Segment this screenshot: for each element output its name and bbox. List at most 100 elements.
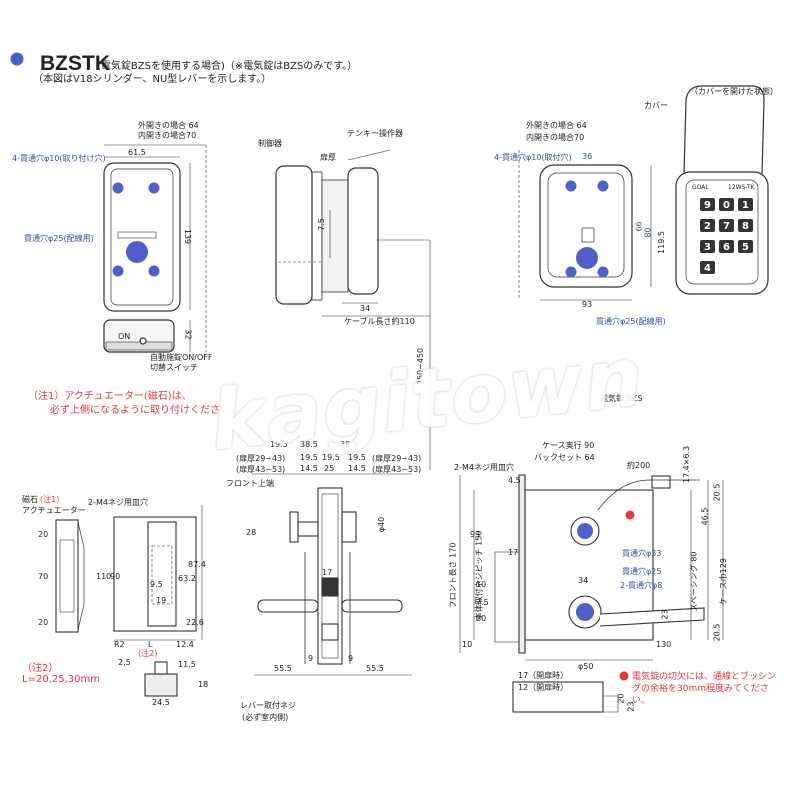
keypad-key-label: 5 (742, 242, 749, 253)
lk-200: 約200 (627, 461, 651, 470)
mag-12-4: 12.4 (176, 640, 194, 649)
title-bullet-icon (10, 52, 24, 66)
note1-line1: （注1）アクチュエーター(磁石)は、 (28, 391, 192, 402)
keypad-key-9: 9 (700, 198, 715, 211)
actuator-label: アクチュエーター (22, 506, 86, 515)
lk-4-5: 4.5 (508, 476, 521, 485)
switch-label-2: 切替スイッチ (150, 363, 198, 372)
keypad-key-label: 8 (742, 221, 749, 232)
lv-screw-note: (必ず室内側) (242, 713, 289, 722)
lv-9b: 9 (348, 654, 354, 663)
note-marker-icon (625, 510, 635, 520)
keypad-key-4: 4 (700, 261, 715, 274)
model-note: (電気錠BZSを使用する場合)（※電気錠はBZSのみです。） (97, 61, 358, 72)
note1-line2: 必ず上側になるように取り付けください。 (50, 405, 240, 416)
keypad-key-label: 0 (723, 200, 730, 211)
magnet-drawing (55, 505, 203, 697)
magnet-label: 磁石 (22, 495, 38, 504)
keypad-key-2: 2 (700, 219, 715, 232)
lk-front-len: フロント長さ 170 (448, 542, 458, 609)
keypad-open-view (675, 85, 769, 295)
keypad-key-7: 7 (719, 219, 734, 232)
kp-dim-119-5: 119.5 (656, 231, 666, 254)
lk-open-out: 17（開扉時） (518, 671, 569, 680)
keypad-unit-label: テンキー操作器 (347, 129, 403, 138)
mag-note2: (注2) (138, 649, 158, 658)
mag-18: 18 (198, 680, 209, 689)
front-hole-label: 4-貫通穴φ10(取り付け穴) (12, 154, 106, 163)
mag-20b: 20 (38, 618, 49, 627)
lk-spacing: スペーシング 80 (689, 551, 699, 612)
kp-holes: 4-貫通穴φ10(取付穴) (494, 153, 572, 162)
kp-dim-66: 66 (634, 221, 644, 232)
note-marker-icon-2 (619, 671, 629, 681)
mag-110: 110 (96, 572, 112, 581)
kp-dim-36: 36 (582, 152, 593, 161)
lk-open-in: 12（開扉時） (518, 683, 569, 692)
kp-in-open: 内開きの場合70 (526, 133, 585, 142)
lk-50: φ50 (578, 662, 594, 671)
lv-screw: レバー取付ネジ (240, 701, 296, 710)
keypad-key-label: 2 (704, 221, 711, 232)
lv-19-5b: 19.5 (300, 453, 318, 462)
note2-label: （注2） (22, 663, 59, 674)
cover-label: カバー (644, 101, 668, 110)
lv-55-5a: 55.5 (274, 664, 292, 673)
door-thickness: 扉厚 (320, 153, 336, 162)
lv-28: 28 (246, 528, 257, 537)
lk-case-h: ケース巾129 (718, 558, 728, 605)
kp-dim-80: 80 (643, 227, 653, 238)
model-title: BZSTK (40, 52, 110, 75)
lk-20: 20 (476, 614, 487, 623)
lk-7-5: 7.5 (476, 598, 489, 607)
kp-wire-hole: 貫通穴φ25(配線用) (596, 317, 666, 326)
bottom-note: 電気錠の切欠には、通線とブッシングの余裕を30mm程度みてください。 (632, 672, 777, 706)
dim-7-5: 7.5 (316, 218, 326, 231)
lk-17: 17 (508, 548, 519, 557)
note2-values: L=20,25,30mm (22, 674, 100, 685)
kp-dim-93: 93 (582, 300, 593, 309)
lv-17: 17 (322, 568, 333, 577)
lv-door-r1: (扉厚29~43) (372, 454, 422, 463)
keypad-front-view (518, 150, 652, 301)
keypad-key-label: 6 (723, 242, 730, 253)
lk-20-5a: 20.5 (712, 483, 722, 502)
mag-screw-holes: 2-M4ネジ用皿穴 (88, 498, 148, 507)
lk-20-5b: 20.5 (712, 623, 722, 642)
magnet-note1: (注1) (40, 495, 60, 504)
controller-front-view (103, 144, 207, 353)
cable-length: ケーブル長さ約110 (344, 317, 415, 326)
lk-hole-33: 貫通穴φ33 (622, 549, 662, 558)
keypad-key-label: 1 (742, 200, 749, 211)
lv-door-l1: (扉厚29~43) (236, 454, 286, 463)
mag-22-6: 22.6 (186, 618, 204, 627)
lk-130: 130 (656, 640, 672, 649)
lv-25: 25 (324, 464, 335, 473)
lock-title: 電気錠 BZS (600, 394, 643, 403)
mag-63-2: 63.2 (178, 574, 196, 583)
lk-case-depth: ケース奥行 90 (542, 441, 595, 450)
keypad-key-0: 0 (719, 198, 734, 211)
keypad-key-label: 3 (704, 242, 711, 253)
switch-label-1: 自動施錠ON/OFF (150, 353, 213, 362)
mag-9-5: 9.5 (150, 580, 163, 589)
lv-14-5a: 14.5 (300, 464, 318, 473)
model-code: 12WS-TK (728, 184, 755, 191)
keypad-key-label: 4 (704, 263, 711, 274)
electric-lock-view (459, 474, 724, 713)
lv-door-l2: (扉厚43~53) (236, 465, 286, 474)
lk-23: 23 (660, 609, 670, 620)
brand-label: GOAL (692, 184, 709, 191)
keypad-key-6: 6 (719, 240, 734, 253)
mag-2-5: 2.5 (118, 658, 131, 667)
front-wire-hole: 貫通穴φ25(配線用) (24, 234, 94, 243)
figure-note: （本図はV18シリンダー、NU型レバーを示します。） (33, 74, 272, 85)
lv-40: φ40 (377, 516, 387, 533)
lk-screw-holes: 2-M4ネジ用皿穴 (454, 463, 514, 472)
lv-55-5b: 55.5 (366, 664, 384, 673)
cover-open-label: （カバーを開けた状態） (690, 87, 778, 96)
lv-9a: 9 (308, 654, 314, 663)
mag-70: 70 (38, 572, 49, 581)
on-label: ON (118, 332, 131, 341)
